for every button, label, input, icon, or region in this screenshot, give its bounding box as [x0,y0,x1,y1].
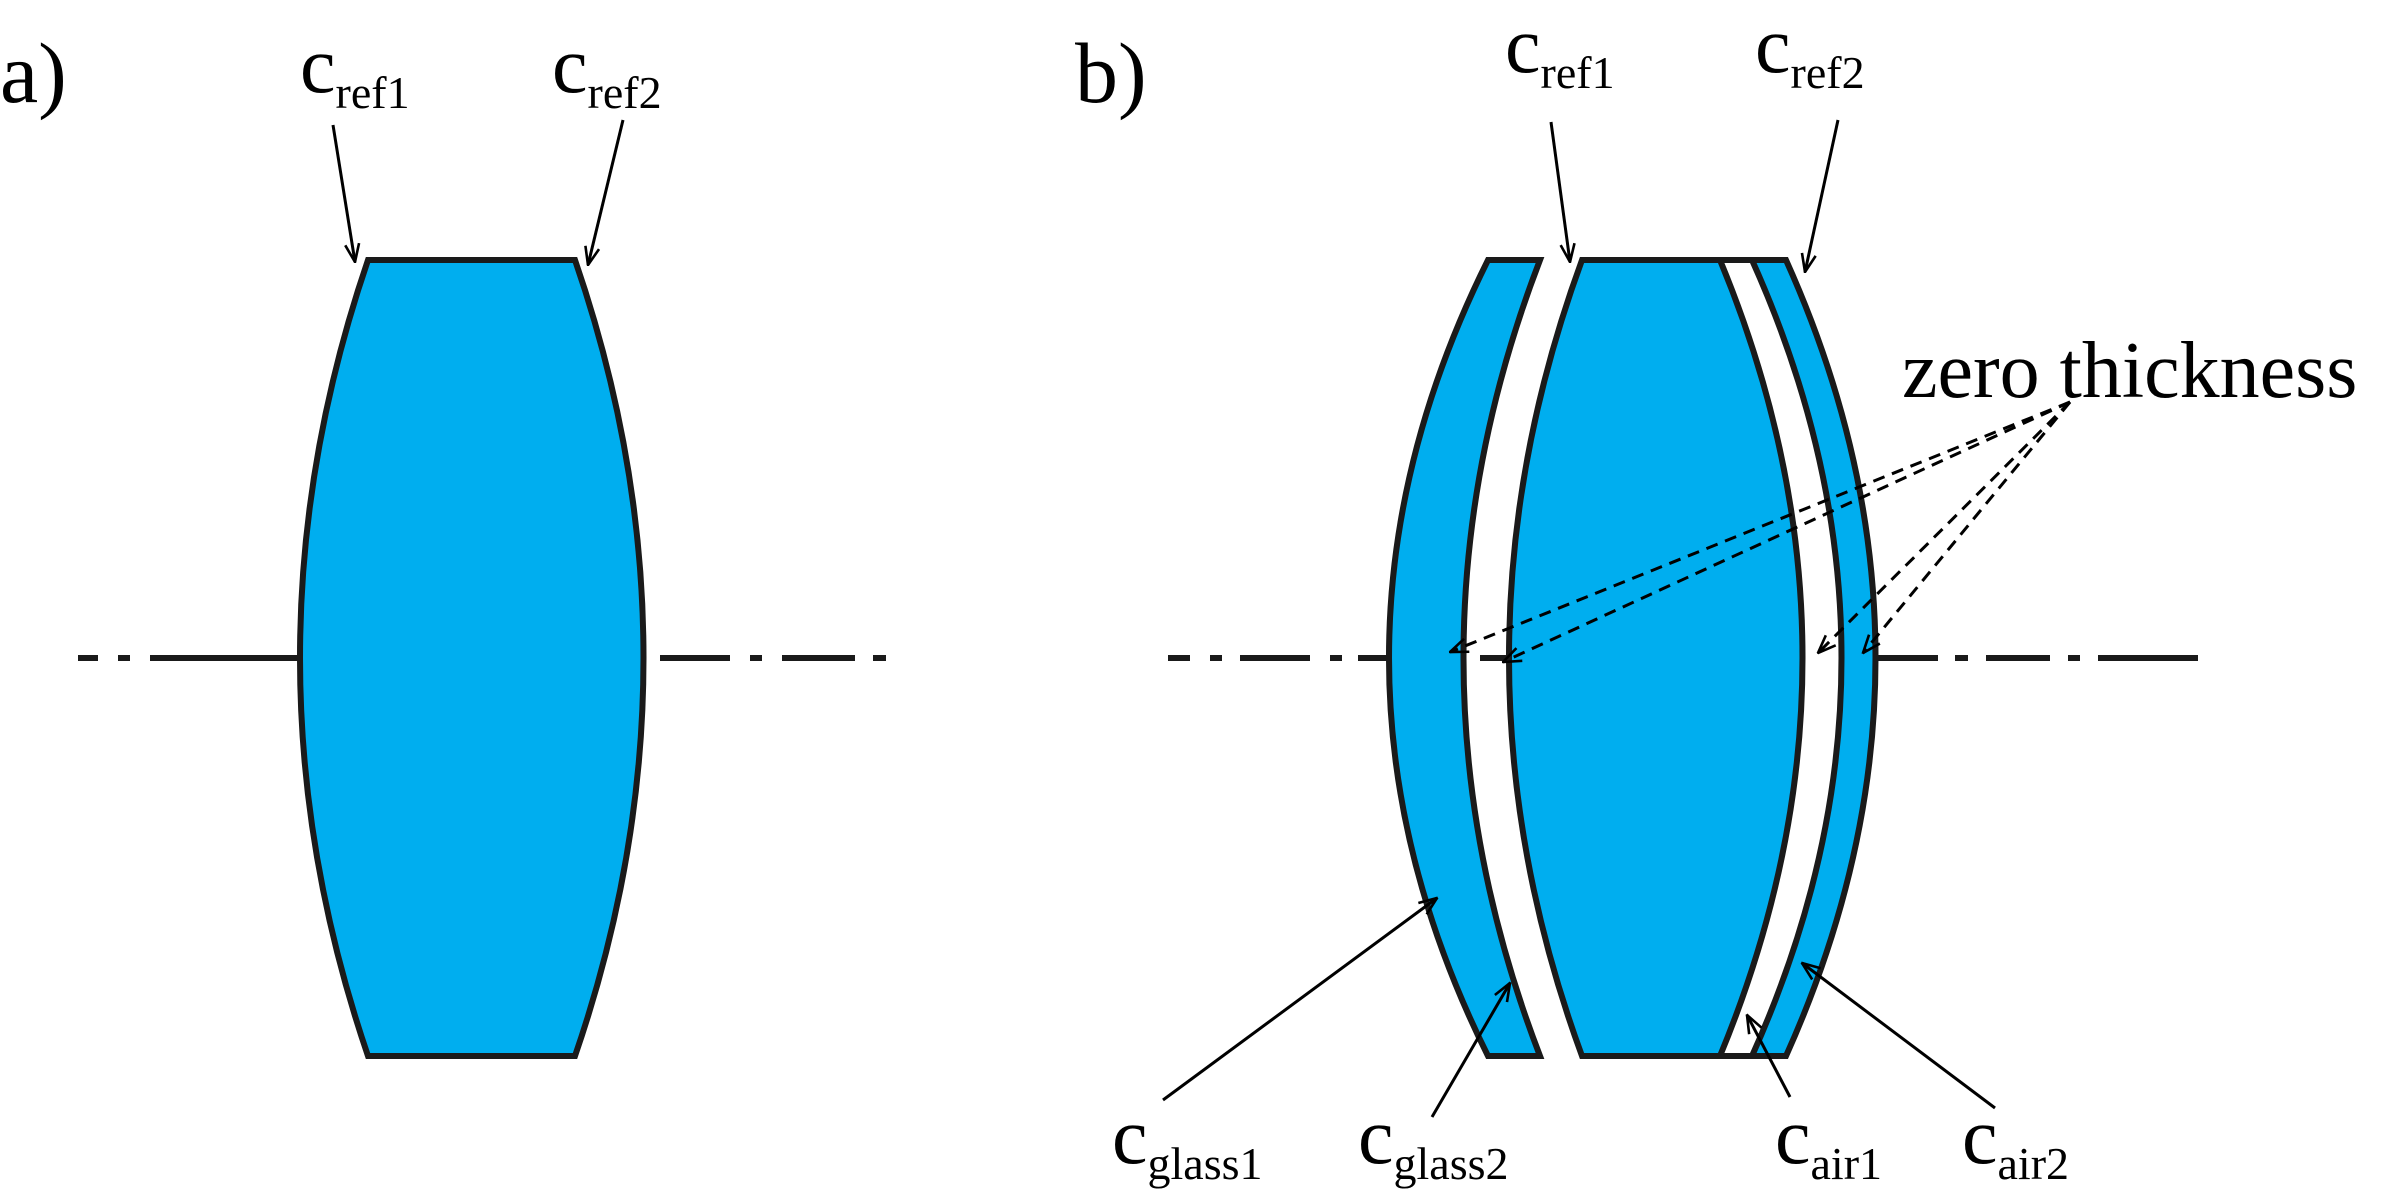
label-c-glass2: cglass2 [1358,1093,1509,1189]
zero-thickness-label: zero thickness [1902,327,2357,415]
arrow-glass1 [1162,898,1437,1102]
arrow-air2 [1802,963,1996,1110]
label-c-ref2-b: cref2 [1755,2,1865,98]
air-gap-right-outline [1720,257,1752,1059]
label-c-ref2-a: cref2 [552,22,662,118]
arrow-air1 [1747,1015,1792,1098]
panel-a-label: a) [0,25,67,121]
arrow-glass2 [1430,983,1510,1118]
arrow-ref2-a [588,119,625,265]
glass-shell-left [1386,257,1545,1059]
arrow-ref1-a [331,124,355,262]
arrow-ref1-b [1549,121,1570,262]
panel-b: b) cref1 cref2 [1075,2,2357,1189]
panel-b-label: b) [1075,25,1147,121]
label-c-air1: cair1 [1775,1093,1882,1189]
biconvex-lens [297,257,647,1059]
central-lens [1506,257,1806,1059]
panel-a: a) cref1 cref2 [0,22,886,1059]
label-c-glass1: cglass1 [1112,1093,1263,1189]
label-c-ref1-b: cref1 [1505,2,1615,98]
label-c-ref1-a: cref1 [300,22,410,118]
label-c-air2: cair2 [1962,1093,2069,1189]
zero-thickness-arrows [1450,400,2072,662]
arrow-ref2-b [1805,119,1840,272]
